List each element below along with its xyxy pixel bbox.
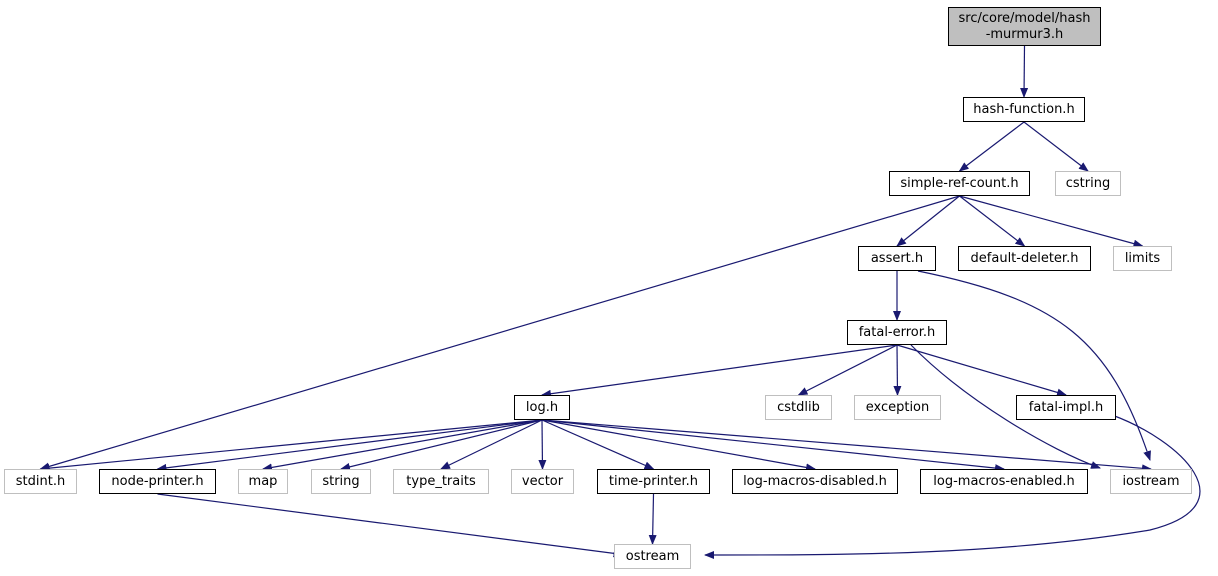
edge-log-to-node-printer xyxy=(156,419,543,472)
node-hash-murmur3-h: src/core/model/hash -murmur3.h xyxy=(948,7,1101,46)
edge-hash-function-to-simple-ref-count xyxy=(958,121,1025,172)
edge-log-to-log-macros-disabled xyxy=(541,419,816,472)
node-map: map xyxy=(238,469,288,494)
node-exception: exception xyxy=(854,395,941,420)
edge-simple-ref-count-to-stdint xyxy=(39,195,960,471)
node-string: string xyxy=(311,469,371,494)
node-fatal-error-h[interactable]: fatal-error.h xyxy=(847,320,947,345)
edge-fatal-error-to-log xyxy=(541,344,898,398)
node-limits: limits xyxy=(1113,246,1172,271)
node-log-macros-enabled-h[interactable]: log-macros-enabled.h xyxy=(920,469,1088,494)
edge-fatal-impl-to-ostream xyxy=(704,414,1201,559)
node-time-printer-h[interactable]: time-printer.h xyxy=(597,469,710,494)
edge-log-to-map xyxy=(262,419,543,472)
node-log-h[interactable]: log.h xyxy=(514,395,570,420)
edge-time-printer-to-ostream xyxy=(648,493,657,545)
edge-simple-ref-count-to-default-deleter xyxy=(959,195,1026,247)
edge-log-to-log-macros-enabled xyxy=(541,419,1005,473)
node-hash-function-h[interactable]: hash-function.h xyxy=(963,97,1085,122)
edge-log-to-iostream xyxy=(541,419,1152,473)
edge-log-to-time-printer xyxy=(541,419,655,470)
node-log-macros-disabled-h[interactable]: log-macros-disabled.h xyxy=(732,469,898,494)
edge-assert-to-iostream xyxy=(917,270,1151,461)
node-default-deleter-h[interactable]: default-deleter.h xyxy=(958,246,1091,271)
node-assert-h[interactable]: assert.h xyxy=(858,246,936,271)
node-type-traits: type_traits xyxy=(393,469,489,494)
edge-hash-function-to-cstring xyxy=(1023,121,1089,172)
node-simple-ref-count-h[interactable]: simple-ref-count.h xyxy=(889,171,1030,196)
node-node-printer-h[interactable]: node-printer.h xyxy=(99,469,216,494)
edge-log-to-vector xyxy=(538,419,547,470)
node-fatal-impl-h[interactable]: fatal-impl.h xyxy=(1016,395,1116,420)
edge-simple-ref-count-to-assert xyxy=(896,195,960,247)
node-vector: vector xyxy=(511,469,574,494)
edge-fatal-error-to-cstdlib xyxy=(797,344,898,396)
edge-log-to-stdint xyxy=(39,419,543,473)
edge-root-to-hash-function xyxy=(1020,45,1029,98)
edge-node-printer-to-ostream xyxy=(157,493,624,558)
node-cstring: cstring xyxy=(1055,171,1121,196)
edge-simple-ref-count-to-limits xyxy=(959,195,1144,248)
edge-fatal-error-to-exception xyxy=(893,344,902,396)
edge-fatal-error-to-iostream xyxy=(910,344,1101,469)
node-stdint-h: stdint.h xyxy=(4,469,77,494)
node-iostream: iostream xyxy=(1110,469,1192,494)
node-ostream: ostream xyxy=(614,544,691,569)
edge-log-to-string xyxy=(340,419,543,471)
edge-fatal-error-to-fatal-impl xyxy=(896,344,1067,397)
node-cstdlib: cstdlib xyxy=(765,395,832,420)
edge-log-to-type-traits xyxy=(440,419,543,470)
